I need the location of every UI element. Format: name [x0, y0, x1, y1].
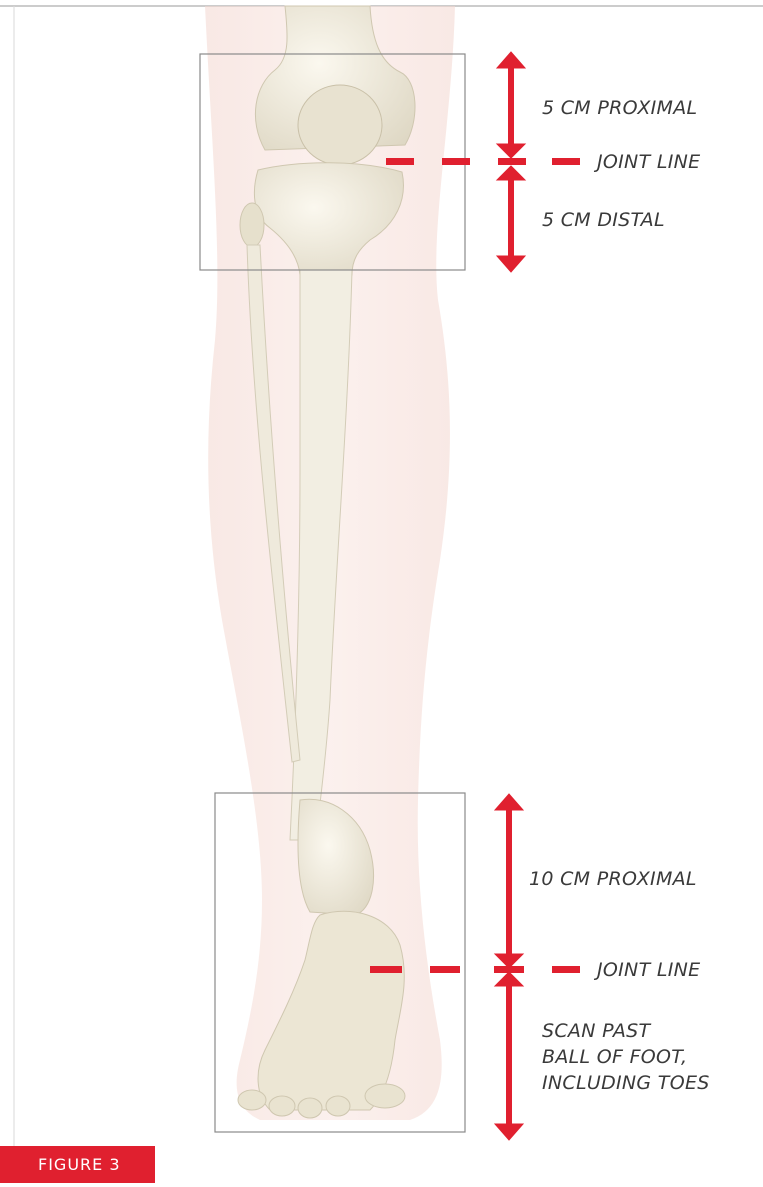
ankle-proximal-label: 10 CM PROXIMAL — [529, 866, 697, 892]
fibula-head — [240, 203, 264, 247]
patella-bone — [298, 85, 382, 165]
knee-joint-line-label: JOINT LINE — [597, 149, 700, 175]
ankle-joint-line-label: JOINT LINE — [597, 957, 700, 983]
figure-label: FIGURE 3 — [0, 1146, 155, 1183]
ankle-distal-label: SCAN PAST BALL OF FOOT, INCLUDING TOES — [542, 1018, 710, 1096]
knee-proximal-label: 5 CM PROXIMAL — [542, 95, 697, 121]
knee-distal-label: 5 CM DISTAL — [542, 207, 665, 233]
